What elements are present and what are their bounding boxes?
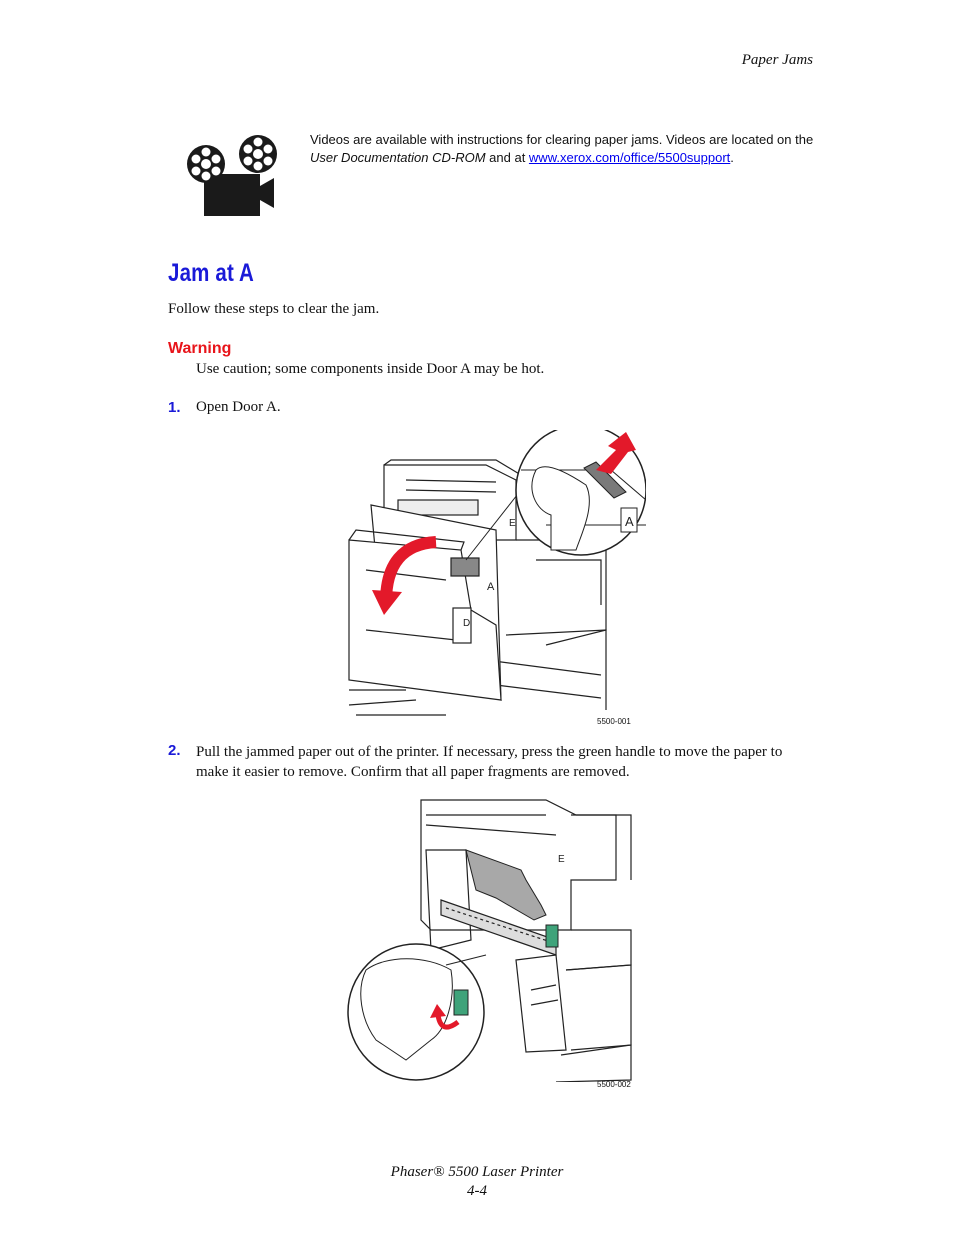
film-projector-icon [187, 135, 277, 216]
footer-product: Phaser® 5500 Laser Printer [390, 1164, 564, 1180]
video-note-end: . [730, 150, 734, 165]
warning-label: Warning [168, 340, 232, 357]
video-note: Videos are available with instructions f… [310, 131, 820, 167]
door-d-label: D [463, 618, 470, 629]
door-a-label: A [487, 581, 495, 593]
video-note-text-middle: and at [485, 150, 529, 165]
intro-text: Follow these steps to clear the jam. [168, 301, 380, 317]
door-a-magnified-label: A [625, 514, 634, 529]
running-header: Paper Jams [741, 52, 813, 68]
video-note-text: Videos are available with instructions f… [310, 132, 814, 147]
warning-text: Use caution; some components inside Door… [196, 361, 545, 377]
cd-rom-title: User Documentation CD-ROM [310, 150, 486, 165]
step-2-text: Pull the jammed paper out of the printer… [196, 744, 783, 780]
support-link[interactable]: www.xerox.com/office/5500support [528, 150, 731, 165]
step-1-text: Open Door A. [196, 399, 281, 415]
door-e-label-2: E [558, 854, 565, 865]
door-e-label: E [509, 518, 516, 529]
step-2-number: 2. [168, 742, 181, 759]
step-1-number: 1. [168, 399, 181, 416]
figure-1-code: 5500-001 [597, 717, 631, 726]
footer-page-number: 4-4 [467, 1183, 487, 1199]
open-door-a-illustration: A D E A [348, 430, 646, 716]
section-title: Jam at A [168, 259, 255, 287]
remove-jammed-paper-illustration: E [347, 799, 632, 1082]
figure-2-code: 5500-002 [597, 1080, 631, 1089]
